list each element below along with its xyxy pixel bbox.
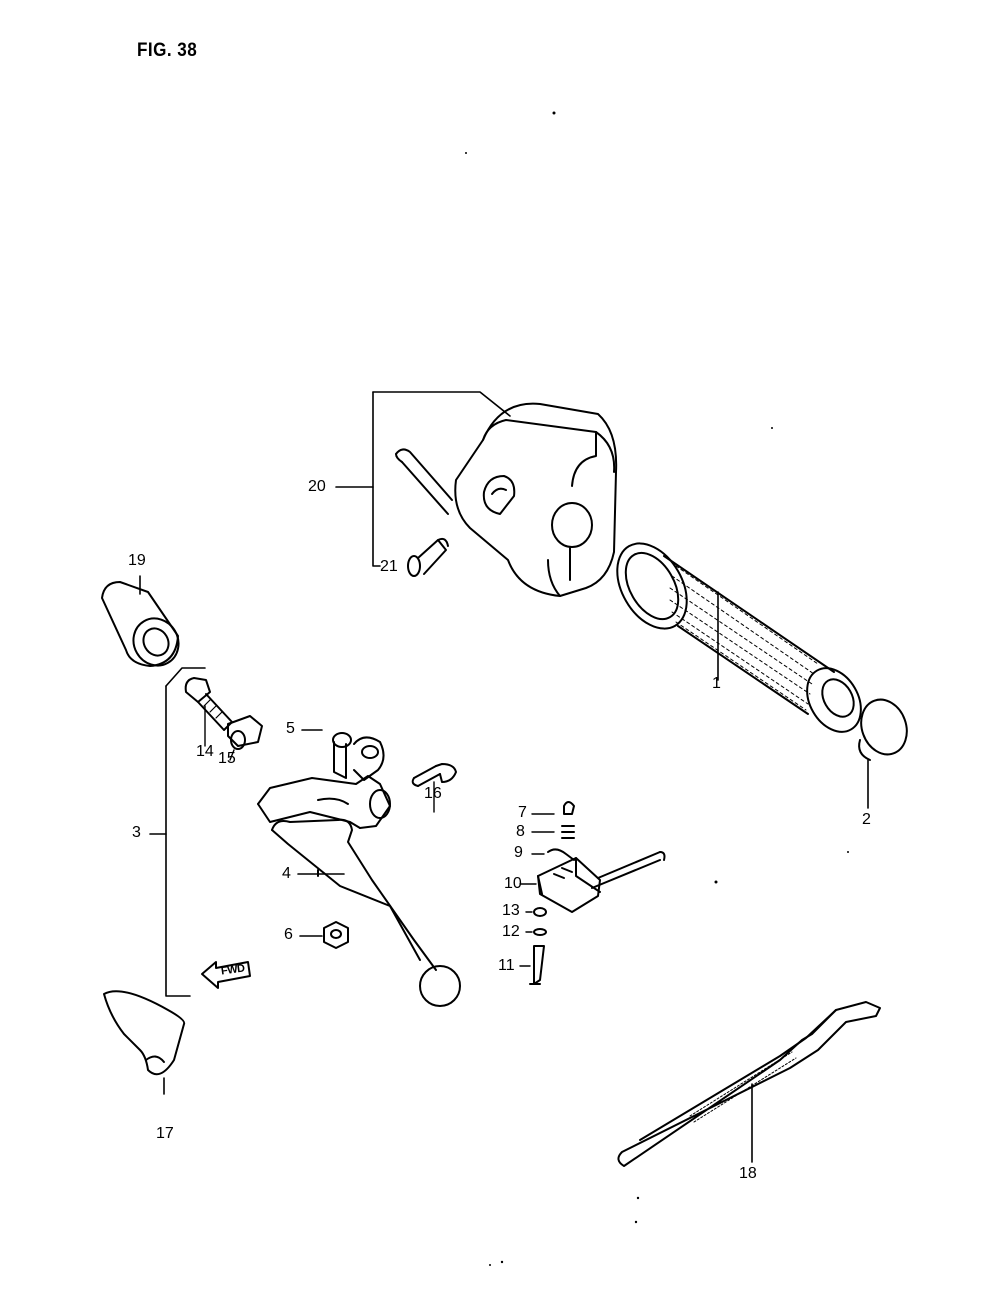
callout-13: 13 (502, 902, 520, 919)
lever-holder-part (257, 736, 391, 829)
callout-2: 2 (862, 811, 871, 828)
callout-5: 5 (286, 720, 295, 737)
handlebar-grip-part (616, 542, 862, 733)
scan-specks (465, 111, 849, 1266)
grip-end-cap-part (858, 698, 908, 809)
holder-bolt-part (411, 763, 457, 813)
dust-cover-part (101, 575, 180, 667)
lever-nut-part (299, 921, 349, 949)
callout-1: 1 (712, 675, 721, 692)
callout-9: 9 (514, 844, 523, 861)
housing-screw-part (407, 537, 449, 577)
bracket-20 (335, 391, 511, 567)
callout-18: 18 (739, 1165, 757, 1182)
callout-21: 21 (380, 558, 398, 575)
callout-15: 15 (218, 750, 236, 767)
callout-20: 20 (308, 478, 326, 495)
switch-housing-part (395, 402, 618, 597)
callout-3: 3 (132, 824, 141, 841)
clutch-switch-parts (519, 801, 666, 985)
pivot-bolt-part (184, 677, 233, 747)
bracket-3 (149, 667, 206, 997)
figure-title: FIG. 38 (137, 40, 198, 61)
callout-12: 12 (502, 923, 520, 940)
callout-10: 10 (504, 875, 522, 892)
callout-19: 19 (128, 552, 146, 569)
clutch-lever-part (271, 818, 461, 1007)
callout-6: 6 (284, 926, 293, 943)
callout-17: 17 (156, 1125, 174, 1142)
adjuster-bolt-part (301, 729, 352, 779)
cable-tie-part (617, 1001, 881, 1167)
lock-nut-part (227, 715, 263, 761)
lever-boot-part (103, 990, 186, 1095)
callout-7: 7 (518, 804, 527, 821)
callout-8: 8 (516, 823, 525, 840)
forward-direction-arrow (201, 961, 251, 989)
callout-4: 4 (282, 865, 291, 882)
callout-16: 16 (424, 785, 442, 802)
callout-14: 14 (196, 743, 214, 760)
callout-11: 11 (498, 957, 515, 974)
